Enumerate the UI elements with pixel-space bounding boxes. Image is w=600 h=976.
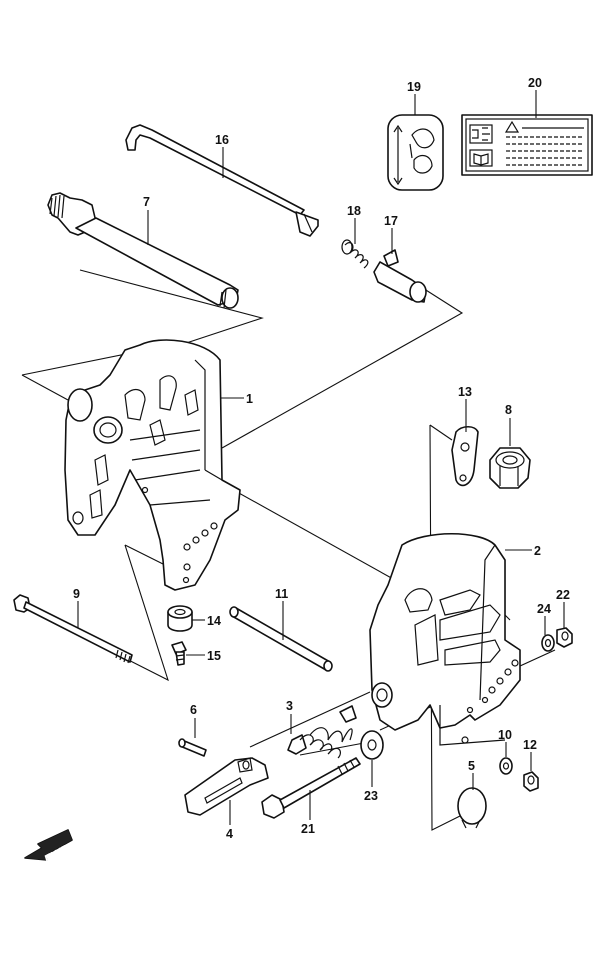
lever-4	[184, 757, 269, 816]
screw-15	[171, 641, 187, 666]
callout-number: 6	[190, 703, 197, 717]
callout-7: 7	[143, 195, 150, 245]
fwd-arrow-icon: FWD	[24, 829, 73, 866]
nut-22	[556, 627, 573, 648]
callout-17: 17	[384, 214, 398, 254]
callout-number: 2	[534, 544, 541, 558]
callout-number: 14	[207, 614, 221, 628]
callout-number: 17	[384, 214, 398, 228]
callout-number: 18	[347, 204, 361, 218]
nut-12	[523, 771, 539, 792]
callout-number: 12	[523, 738, 537, 752]
callout-number: 15	[207, 649, 221, 663]
callout-1: 1	[220, 392, 253, 406]
callout-number: 7	[143, 195, 150, 209]
callout-14: 14	[192, 614, 221, 628]
callout-19: 19	[407, 80, 421, 115]
callout-number: 21	[301, 822, 315, 836]
callout-number: 5	[468, 759, 475, 773]
callout-9: 9	[73, 587, 80, 628]
callout-2: 2	[505, 544, 541, 558]
callout-number: 20	[528, 76, 542, 90]
callout-number: 24	[537, 602, 551, 616]
bolt-9	[13, 594, 133, 664]
callout-15: 15	[186, 649, 221, 663]
callout-number: 1	[246, 392, 253, 406]
callout-18: 18	[347, 204, 361, 244]
callout-number: 11	[275, 587, 288, 601]
plate-5	[457, 787, 487, 829]
callout-number: 9	[73, 587, 80, 601]
callout-number: 13	[458, 385, 472, 399]
callout-21: 21	[301, 790, 315, 836]
label-20	[461, 114, 593, 176]
plate-13	[451, 425, 479, 487]
callout-10: 10	[498, 728, 512, 757]
bolt-21	[261, 757, 361, 819]
callout-13: 13	[458, 385, 472, 432]
clamp-bracket-1	[64, 339, 241, 591]
clamp-bracket-2	[369, 533, 521, 746]
rod-11	[229, 606, 333, 672]
callout-number: 4	[226, 827, 233, 841]
callout-22: 22	[556, 588, 570, 628]
tube-7	[47, 192, 239, 309]
callout-20: 20	[528, 76, 542, 118]
callout-number: 10	[498, 728, 512, 742]
callout-16: 16	[215, 133, 229, 178]
callout-number: 8	[505, 403, 512, 417]
washer-10	[499, 757, 513, 775]
callout-3: 3	[286, 699, 293, 734]
spring-3	[287, 705, 357, 759]
washer-23	[360, 730, 384, 760]
label-19	[387, 114, 444, 191]
callout-11: 11	[275, 587, 288, 640]
washer-24	[541, 634, 555, 652]
callout-23: 23	[364, 760, 378, 803]
callout-8: 8	[505, 403, 512, 446]
holder-17	[373, 249, 427, 303]
nut-8	[489, 447, 531, 489]
rod-16	[125, 124, 319, 237]
callout-number: 22	[556, 588, 570, 602]
callout-5: 5	[468, 759, 475, 790]
callout-6: 6	[190, 703, 197, 738]
bushing-14	[167, 605, 193, 632]
callout-24: 24	[537, 602, 551, 635]
pin-6	[178, 738, 207, 757]
callout-number: 3	[286, 699, 293, 713]
callout-number: 23	[364, 789, 378, 803]
callout-number: 19	[407, 80, 421, 94]
callout-4: 4	[226, 800, 233, 841]
spring-18	[341, 239, 369, 269]
callout-12: 12	[523, 738, 537, 771]
callout-number: 16	[215, 133, 229, 147]
